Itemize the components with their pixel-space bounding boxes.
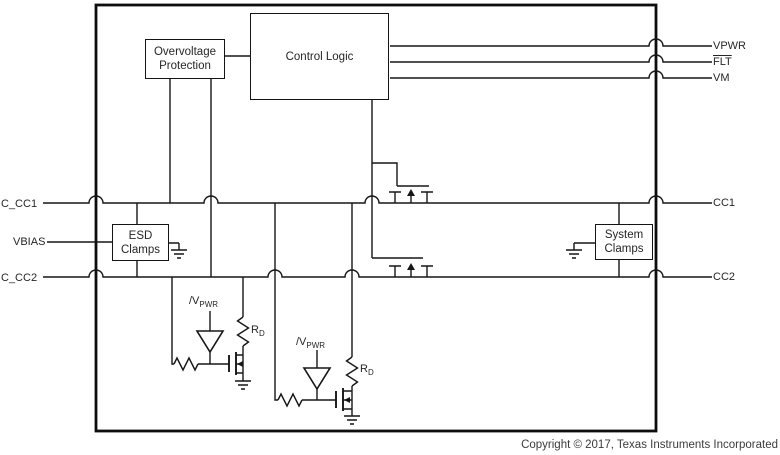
cc1-wire	[43, 195, 712, 204]
mosfet1-body-arrow	[407, 189, 415, 196]
comparator1-label: /VPWR	[189, 295, 218, 311]
control-logic-label: Control Logic	[285, 50, 354, 63]
control-logic-block: Control Logic	[250, 13, 389, 100]
system-clamps-label-line1: System	[604, 229, 644, 241]
vpwr-wire	[390, 38, 712, 47]
mosfet3-ground-icon	[235, 377, 251, 390]
rd2-label-sub: D	[367, 368, 374, 378]
rd2-label-main: R	[360, 363, 368, 375]
rd2-resistor-icon	[345, 356, 359, 387]
pulldown-circuit-1	[171, 277, 250, 377]
overvoltage-protection-block: Overvoltage Protection	[145, 39, 225, 79]
series-resistor1-icon	[173, 356, 199, 372]
pin-label-flt: FLT	[713, 56, 732, 69]
mosfet3-body-arrow	[237, 361, 243, 367]
series-resistor2-icon	[277, 392, 303, 408]
rd1-label-main: R	[251, 324, 259, 336]
rd1-resistor-icon	[236, 316, 250, 347]
mosfet4-icon	[335, 388, 353, 413]
gate-drive-wire	[371, 100, 429, 259]
vm-wire	[390, 70, 712, 79]
overvoltage-protection-label-line2: Protection	[159, 60, 211, 72]
pin-label-cc2: CC2	[713, 271, 736, 283]
pin-label-c-cc2: C_CC2	[1, 272, 38, 284]
esd-clamps-block: ESD Clamps	[112, 224, 169, 261]
comparator2-label-main: /V	[296, 336, 307, 348]
esd-clamps-label-line1: ESD	[128, 229, 153, 242]
comparator2-label: /VPWR	[296, 336, 325, 352]
cc1-sense-wire	[274, 203, 336, 401]
cc2-sense-wire	[171, 277, 229, 365]
rd1-label: RD	[251, 324, 265, 340]
mosfet1-icon	[389, 189, 433, 203]
pin-label-flt-text: FLT	[713, 56, 732, 68]
mosfet4-body-arrow	[344, 397, 350, 403]
mosfet3-icon	[228, 352, 244, 377]
system-clamps-block: System Clamps	[595, 224, 653, 260]
pin-label-vbias: VBIAS	[13, 236, 46, 248]
mosfet2-body-arrow	[407, 263, 415, 270]
overvoltage-protection-label-line1: Overvoltage	[153, 46, 216, 58]
system-ground-icon	[566, 242, 595, 259]
rd2-label: RD	[360, 363, 374, 379]
pin-label-vpwr: VPWR	[713, 40, 746, 52]
device-boundary	[94, 3, 658, 433]
comparator2-triangle-icon	[302, 367, 332, 391]
comparator1-label-sub: PWR	[199, 300, 219, 310]
system-clamps-label-line2: Clamps	[604, 243, 644, 255]
pulldown-circuit-2	[274, 203, 359, 413]
rd1-label-sub: D	[258, 329, 265, 339]
comparator1-triangle-icon	[195, 330, 225, 354]
esd-clamps-label-line2: Clamps	[121, 243, 160, 256]
pin-label-vm: VM	[713, 72, 730, 84]
mosfet2-icon	[389, 263, 433, 277]
esd-ground-icon	[169, 242, 187, 259]
comparator2-label-sub: PWR	[306, 341, 326, 351]
comparator1-label-main: /V	[189, 295, 200, 307]
flt-wire	[390, 54, 712, 63]
pin-label-c-cc1: C_CC1	[1, 198, 38, 210]
mosfet4-ground-icon	[344, 413, 360, 425]
copyright-notice: Copyright © 2017, Texas Instruments Inco…	[521, 439, 778, 451]
pin-label-cc1: CC1	[713, 197, 736, 209]
cc2-wire	[43, 269, 712, 278]
